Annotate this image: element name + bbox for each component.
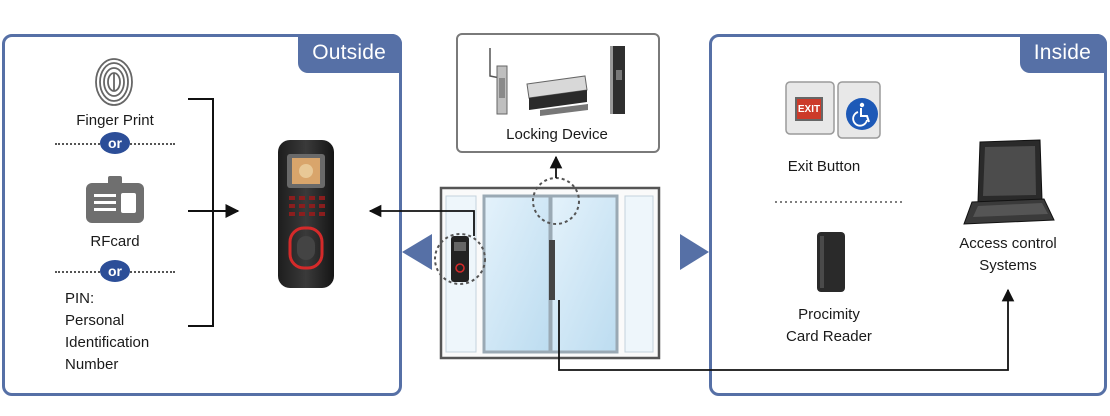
rfcard-label: RFcard [90,233,140,250]
finger-print-label: Finger Print [76,112,154,129]
access-reader-device [278,140,334,288]
access-line: Access control [959,235,1057,252]
proximity-reader-icon [817,232,845,292]
door-reader-highlight [434,233,486,285]
pin-label: PIN: Personal Identification Number [65,288,149,376]
exit-button-label: Exit Button [787,158,861,175]
exit-button-icon [785,81,835,135]
proximity-line: Card Reader [786,328,872,345]
connection-lines [368,155,1015,371]
lock-highlight [532,177,580,225]
door-reader-icon [451,236,469,282]
accessibility-icon [837,81,881,139]
inside-tag: Inside [1019,34,1107,73]
laptop-icon [963,139,1055,225]
magnetic-lock-icon [526,75,588,116]
access-control-label: Access control Systems [959,233,1057,277]
inside-pointer [680,234,709,270]
locking-device-label: Locking Device [506,126,608,143]
input-bracket [188,98,214,327]
outside-panel: Outside [2,34,402,396]
or-badge-2: or [100,260,130,282]
outside-tag: Outside [298,34,402,73]
pin-line: Number [65,356,119,373]
outside-pointer [402,234,432,270]
bolt-lock-icon [610,46,625,114]
exit-sign-text: EXIT [797,104,821,115]
or-badge-1: or [100,132,130,154]
access-line: Systems [979,257,1037,274]
door-frame [439,186,661,360]
proximity-label: Procimity Card Reader [786,304,872,348]
pin-line: PIN: [65,290,95,307]
proximity-line: Procimity [798,306,860,323]
electric-strike-icon [489,48,508,115]
pin-line: Personal [65,312,125,329]
fingerprint-icon [95,58,133,106]
pin-line: Identification [65,334,150,351]
id-card-icon [86,176,144,223]
